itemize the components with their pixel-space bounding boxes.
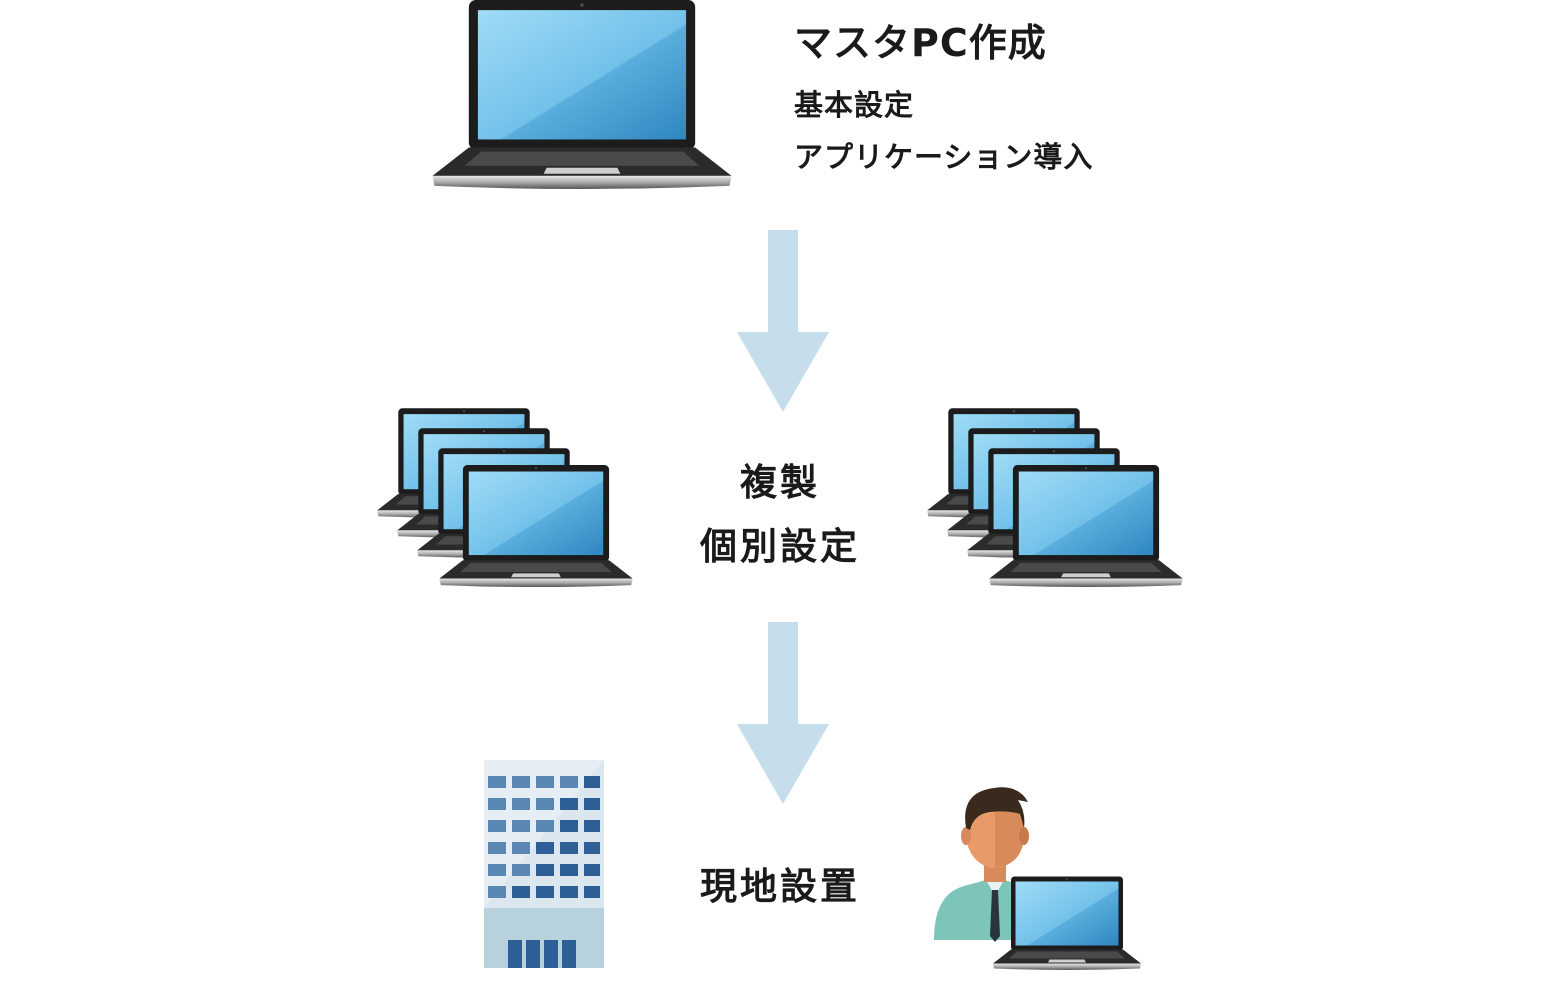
laptop-stack-left-icon [377, 408, 633, 588]
businessman-with-laptop-icon [934, 787, 1141, 970]
individual-settings-label: 個別設定 [700, 525, 860, 568]
laptop-stack-right-icon [927, 408, 1183, 588]
master-detail-basic-settings: 基本設定 [794, 88, 915, 122]
office-building-icon [484, 760, 604, 968]
master-pc-title: マスタPC作成 [794, 21, 1047, 65]
onsite-installation-label: 現地設置 [700, 865, 860, 908]
arrow-down-icon [737, 622, 829, 804]
master-laptop-icon [430, 0, 734, 192]
arrow-down-icon [737, 230, 829, 412]
master-detail-app-install: アプリケーション導入 [794, 140, 1094, 174]
clone-label: 複製 [740, 461, 820, 504]
